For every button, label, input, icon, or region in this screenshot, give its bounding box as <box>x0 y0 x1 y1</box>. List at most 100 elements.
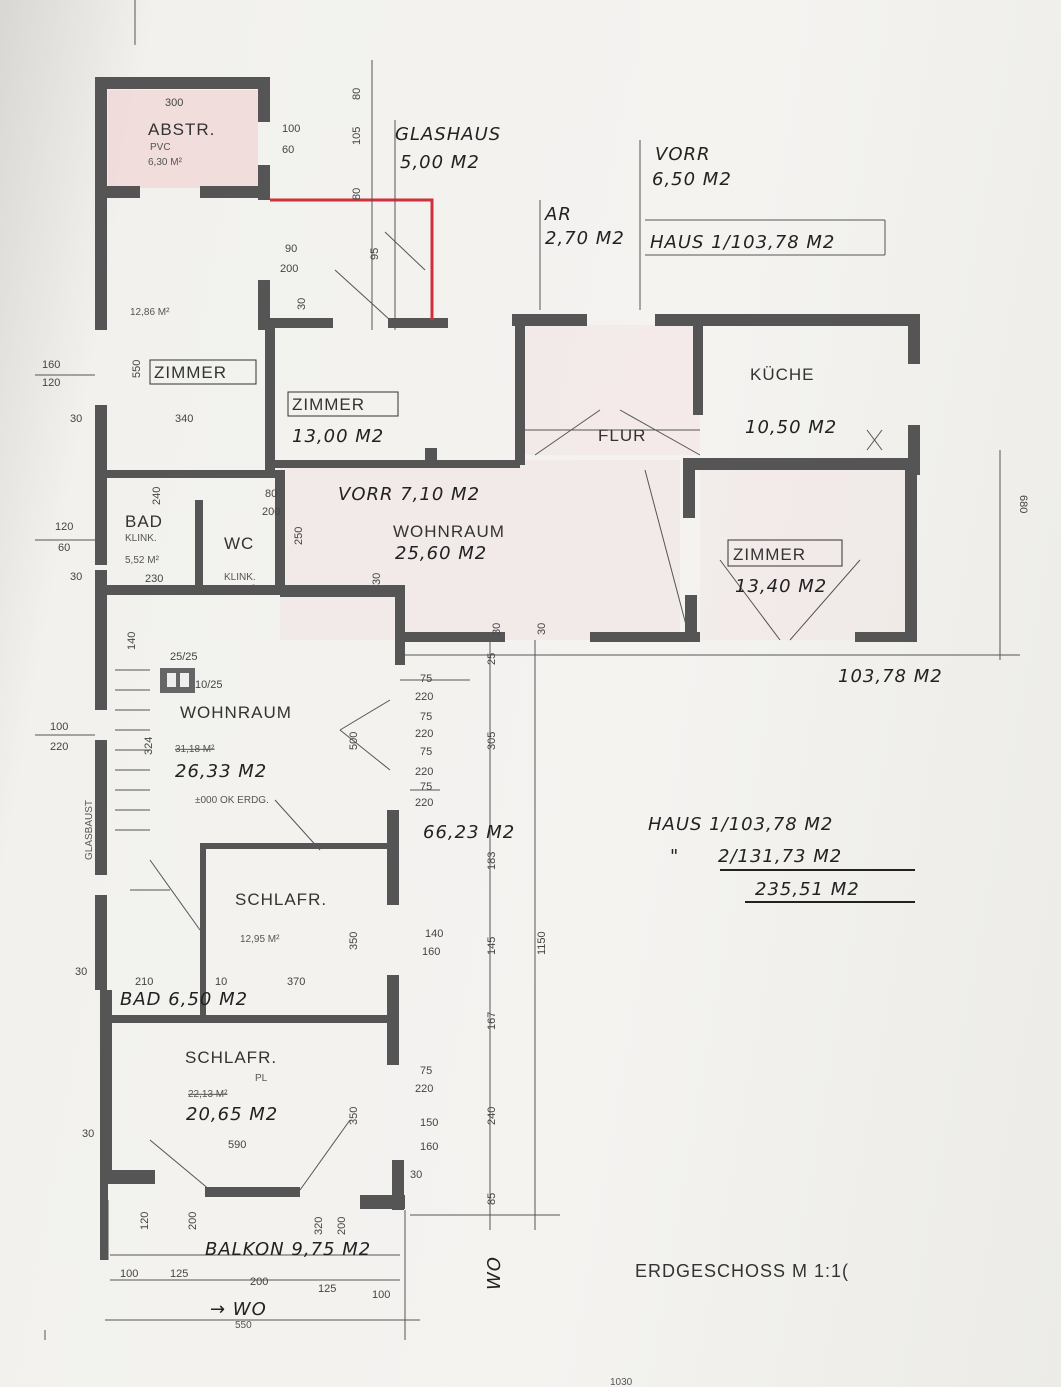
svg-text:5,52 M²: 5,52 M² <box>125 555 160 566</box>
vorr-mid: VORR 7,10 M2 <box>338 484 480 505</box>
schlafr2-area: 20,65 M2 <box>186 1104 278 1125</box>
svg-text:30: 30 <box>75 966 87 978</box>
svg-text:230: 230 <box>145 573 163 585</box>
svg-text:235,51 M2: 235,51 M2 <box>755 879 860 900</box>
svg-text:100: 100 <box>50 721 68 733</box>
svg-text:6,30 M²: 6,30 M² <box>148 157 183 168</box>
wohnraum-bottom-label: WOHNRAUM <box>180 703 292 722</box>
svg-text:85: 85 <box>486 1193 498 1205</box>
svg-text:200: 200 <box>336 1217 348 1235</box>
svg-text:550: 550 <box>235 1320 252 1331</box>
dim-labels: 100 60 90 200 80 105 80 95 30 550 160 12… <box>42 88 1029 1387</box>
svg-text:KLINK.: KLINK. <box>224 572 256 583</box>
svg-text:350: 350 <box>348 1107 360 1125</box>
svg-text:240: 240 <box>151 487 163 505</box>
svg-text:250: 250 <box>293 527 305 545</box>
svg-text:HAUS 1/103,78 M2: HAUS 1/103,78 M2 <box>648 814 833 835</box>
svg-text:220: 220 <box>415 728 433 740</box>
svg-text:30: 30 <box>70 571 82 583</box>
svg-text:100: 100 <box>282 123 300 135</box>
abstr-shade <box>108 90 258 188</box>
area-summary: HAUS 1/103,78 M2 " 2/131,73 M2 235,51 M2 <box>648 814 915 903</box>
svg-text:305: 305 <box>486 732 498 750</box>
room-wc: WC KLINK. 1,30M² <box>224 534 256 595</box>
glashaus-area: 5,00 M2 <box>400 152 480 173</box>
wo-label: WO <box>484 1256 505 1290</box>
schlafr2-label: SCHLAFR. <box>185 1048 277 1067</box>
wohnraum-bottom-area: 26,33 M2 <box>175 761 267 782</box>
svg-text:200: 200 <box>280 263 298 275</box>
svg-text:550: 550 <box>131 360 143 378</box>
svg-text:75: 75 <box>420 746 432 758</box>
flur-label: FLUR <box>598 426 646 445</box>
wohnraum-shade <box>280 460 680 640</box>
svg-text:80: 80 <box>351 88 363 100</box>
svg-text:25/25: 25/25 <box>170 651 198 663</box>
ar-area: 2,70 M2 <box>545 228 625 249</box>
svg-text:2/131,73 M2: 2/131,73 M2 <box>718 846 842 867</box>
svg-text:25: 25 <box>486 653 498 665</box>
red-outline <box>270 198 434 320</box>
room-abstr: 300 ABSTR. PVC 6,30 M² <box>148 97 214 168</box>
svg-text:160: 160 <box>422 946 440 958</box>
svg-text:120: 120 <box>55 521 73 533</box>
svg-text:1150: 1150 <box>536 931 548 955</box>
zimmer1-area: 12,86 M² <box>130 307 170 318</box>
flur-shade <box>520 325 700 455</box>
svg-text:183: 183 <box>486 852 498 870</box>
schlafr2-sub: PL <box>255 1073 268 1084</box>
svg-text:100: 100 <box>120 1268 138 1280</box>
svg-text:10/25: 10/25 <box>195 679 223 691</box>
glasbaust-label: GLASBAUST <box>84 800 95 860</box>
zimmer3-shade <box>700 470 910 640</box>
svg-text:30: 30 <box>491 623 503 635</box>
svg-text:90: 90 <box>285 243 297 255</box>
zimmer2-label: ZIMMER <box>292 395 365 414</box>
zimmer3-area: 13,40 M2 <box>735 576 827 597</box>
svg-text:": " <box>670 846 679 867</box>
vorr-top-area: 6,50 M2 <box>652 169 732 190</box>
svg-text:220: 220 <box>50 741 68 753</box>
svg-text:KLINK.: KLINK. <box>125 533 157 544</box>
svg-text:200: 200 <box>262 506 280 518</box>
schlafr1-dim: 370 <box>287 976 305 988</box>
svg-text:210: 210 <box>135 976 153 988</box>
schlafr2-dim: 590 <box>228 1139 246 1151</box>
wohnraum-top-label: WOHNRAUM <box>393 522 505 541</box>
svg-text:105: 105 <box>351 127 363 145</box>
ar-label: AR <box>544 204 572 225</box>
svg-text:60: 60 <box>58 542 70 554</box>
level-mark: ±000 OK ERDG. <box>195 795 269 806</box>
zimmer1-label: ZIMMER <box>154 363 227 382</box>
svg-text:160: 160 <box>420 1141 438 1153</box>
kueche-area: 10,50 M2 <box>745 417 837 438</box>
svg-text:220: 220 <box>415 797 433 809</box>
svg-text:100: 100 <box>372 1289 390 1301</box>
svg-text:WC: WC <box>224 534 254 553</box>
svg-text:140: 140 <box>126 632 138 650</box>
svg-text:680: 680 <box>1017 495 1029 513</box>
bad-bottom: BAD 6,50 M2 <box>120 989 248 1010</box>
svg-text:350: 350 <box>348 932 360 950</box>
svg-text:1030: 1030 <box>610 1377 633 1387</box>
schlafr1-label: SCHLAFR. <box>235 890 327 909</box>
svg-text:75: 75 <box>420 673 432 685</box>
svg-text:10: 10 <box>215 976 227 988</box>
svg-text:220: 220 <box>415 1083 433 1095</box>
svg-text:PVC: PVC <box>150 142 171 153</box>
svg-text:125: 125 <box>318 1283 336 1295</box>
svg-text:30: 30 <box>536 623 548 635</box>
svg-text:30: 30 <box>410 1169 422 1181</box>
svg-text:120: 120 <box>42 377 60 389</box>
page-title: ERDGESCHOSS M 1:1( <box>635 1261 849 1281</box>
wohnraum-bottom-old-area: 31,18 M² <box>175 744 215 755</box>
svg-text:75: 75 <box>420 781 432 793</box>
svg-text:30: 30 <box>296 298 308 310</box>
svg-text:30: 30 <box>371 573 383 585</box>
svg-text:75: 75 <box>420 711 432 723</box>
svg-text:500: 500 <box>348 732 360 750</box>
svg-text:150: 150 <box>420 1117 438 1129</box>
to-wo-label: → WO <box>210 1299 267 1320</box>
haus1-box: HAUS 1/103,78 M2 <box>650 232 835 253</box>
